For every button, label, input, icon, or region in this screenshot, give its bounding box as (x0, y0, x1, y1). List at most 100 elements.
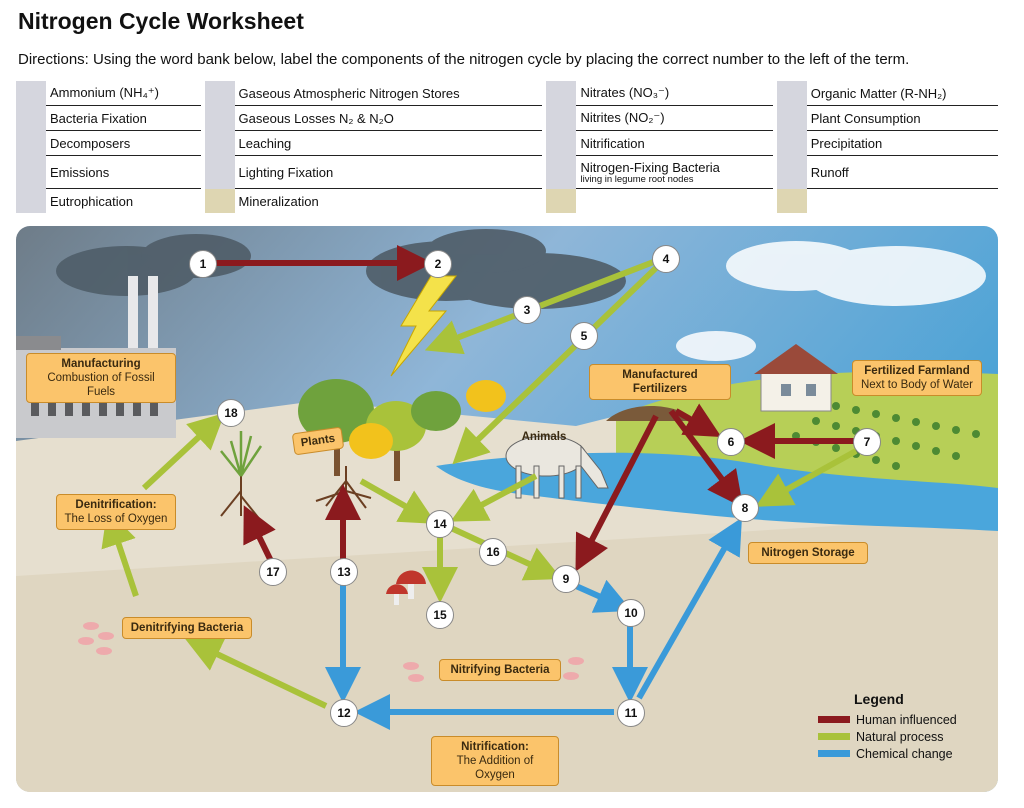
legend-swatch-blue (818, 750, 850, 757)
legend-swatch-red (818, 716, 850, 723)
empty-box (546, 188, 577, 213)
number-12[interactable]: 12 (330, 699, 358, 727)
term-bacteria-fixation: Bacteria Fixation (46, 105, 201, 131)
nitrification-subtitle: The Addition of Oxygen (456, 755, 534, 781)
bacteria-clusters (78, 622, 584, 682)
answer-box[interactable] (16, 155, 46, 189)
number-13[interactable]: 13 (330, 558, 358, 586)
arrow-fert-9 (575, 414, 659, 572)
term-emissions: Emissions (46, 155, 201, 189)
answer-box[interactable] (204, 81, 235, 106)
label-nitrification: Nitrification: The Addition of Oxygen (431, 736, 559, 786)
term-organic-matter: Organic Matter (R-NH₂) (806, 81, 998, 106)
arrow-4-plants (452, 263, 661, 465)
number-6[interactable]: 6 (717, 428, 745, 456)
legend-item-human: Human influenced (818, 711, 968, 728)
empty-term (807, 189, 998, 214)
arrow-4-lightning (424, 258, 658, 355)
arrow-roots-14 (359, 478, 437, 524)
storm-cloud (56, 229, 626, 309)
manufacturing-title: Manufacturing (61, 358, 141, 370)
legend-item-natural: Natural process (818, 728, 968, 745)
answer-box[interactable] (776, 105, 807, 131)
number-15[interactable]: 15 (426, 601, 454, 629)
legend: Legend Human influenced Natural process … (818, 691, 968, 762)
arrow-12-denit (185, 638, 328, 709)
directions-text: Directions: Using the word bank below, l… (18, 51, 910, 68)
term-lighting-fixation: Lighting Fixation (234, 155, 543, 189)
answer-box[interactable] (16, 105, 46, 131)
term-ammonium: Ammonium (NH₄⁺) (46, 81, 201, 106)
farmland-subtitle: Next to Body of Water (860, 379, 974, 391)
animal-horse (505, 435, 609, 499)
answer-box[interactable] (546, 81, 577, 106)
answer-box[interactable] (204, 105, 235, 131)
legend-title: Legend (854, 691, 904, 707)
number-3[interactable]: 3 (513, 296, 541, 324)
label-manufactured-fertilizers: Manufactured Fertilizers (589, 364, 731, 400)
term-gaseous-stores: Gaseous Atmospheric Nitrogen Stores (234, 81, 543, 106)
arrow-fert-6 (674, 403, 722, 437)
term-nitrates: Nitrates (NO₃⁻) (576, 81, 773, 106)
arrow-9-10 (574, 579, 632, 613)
term-decomposers: Decomposers (46, 130, 201, 156)
arrow-11-8 (636, 517, 742, 700)
answer-box[interactable] (16, 188, 46, 213)
term-runoff: Runoff (806, 155, 998, 189)
denitrification-subtitle: The Loss of Oxygen (64, 513, 168, 525)
term-nitrites: Nitrites (NO₂⁻) (576, 105, 773, 131)
answer-box[interactable] (776, 81, 807, 106)
answer-box[interactable] (776, 130, 807, 156)
label-animals: Animals (521, 431, 567, 443)
chemical-change-arrows (325, 517, 742, 730)
number-14[interactable]: 14 (426, 510, 454, 538)
legend-item-chemical: Chemical change (818, 745, 968, 762)
answer-box[interactable] (204, 188, 235, 213)
answer-box[interactable] (16, 130, 46, 156)
grass (220, 431, 263, 477)
term-nfb-note: living in legume root nodes (580, 173, 694, 185)
number-1[interactable]: 1 (189, 250, 217, 278)
answer-box[interactable] (546, 130, 577, 156)
nitrification-title: Nitrification: (461, 741, 529, 753)
number-7[interactable]: 7 (853, 428, 881, 456)
label-denitrification: Denitrification: The Loss of Oxygen (56, 494, 176, 530)
denitrification-title: Denitrification: (75, 499, 157, 511)
white-cloud (676, 241, 986, 361)
term-mineralization: Mineralization (238, 193, 319, 209)
human-influenced-arrows (216, 245, 861, 572)
arrow-17-roots (243, 505, 276, 563)
answer-box[interactable] (546, 155, 577, 189)
number-10[interactable]: 10 (617, 599, 645, 627)
legend-swatch-green (818, 733, 850, 740)
farm-house (754, 344, 838, 412)
legend-label: Chemical change (856, 746, 953, 761)
term-nfb-label: Nitrogen-Fixing Bacteria (580, 159, 720, 175)
legend-label: Human influenced (856, 712, 957, 727)
number-17[interactable]: 17 (259, 558, 287, 586)
answer-box[interactable] (16, 81, 46, 106)
word-bank-table: Ammonium (NH₄⁺) Gaseous Atmospheric Nitr… (16, 81, 998, 213)
number-18[interactable]: 18 (217, 399, 245, 427)
number-4[interactable]: 4 (652, 245, 680, 273)
arrow-fert-8 (668, 409, 744, 508)
ground-shade (16, 516, 998, 792)
answer-box[interactable] (776, 155, 807, 189)
manufacturing-subtitle: Combustion of Fossil Fuels (47, 372, 155, 398)
number-11[interactable]: 11 (617, 699, 645, 727)
answer-box[interactable] (204, 155, 235, 189)
label-denitrifying-bacteria: Denitrifying Bacteria (122, 617, 252, 639)
number-9[interactable]: 9 (552, 565, 580, 593)
number-8[interactable]: 8 (731, 494, 759, 522)
number-5[interactable]: 5 (570, 322, 598, 350)
arrow-denit-18 (141, 412, 225, 491)
term-precipitation: Precipitation (806, 130, 998, 156)
answer-box[interactable] (546, 105, 577, 131)
worksheet-title: Nitrogen Cycle Worksheet (18, 8, 304, 34)
number-2[interactable]: 2 (424, 250, 452, 278)
farmland-title: Fertilized Farmland (864, 365, 970, 377)
number-16[interactable]: 16 (479, 538, 507, 566)
natural-process-arrows (101, 258, 858, 709)
answer-box[interactable] (204, 130, 235, 156)
